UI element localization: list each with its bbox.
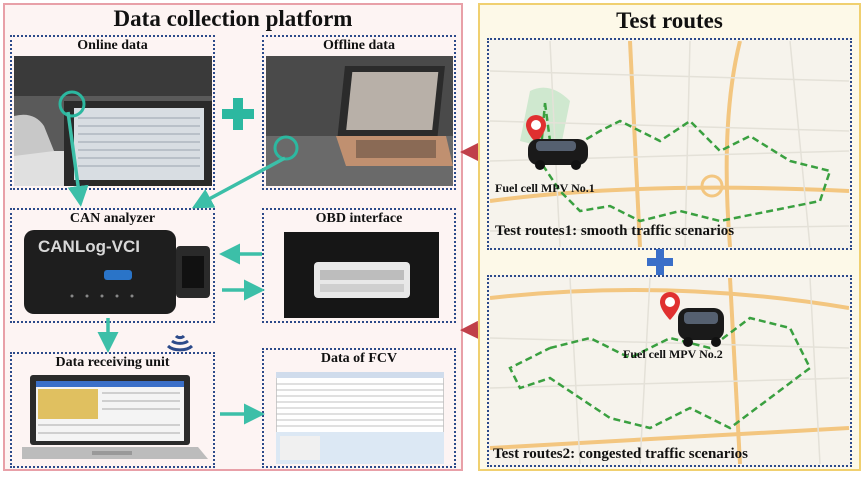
route1-caption: Test routes1: smooth traffic scenarios (495, 223, 735, 239)
obd-interface-caption: OBD interface (315, 211, 403, 226)
routes-title: Test routes (616, 8, 723, 33)
platform-title: Data collection platform (113, 6, 353, 31)
can-analyzer-caption: CAN analyzer (69, 211, 156, 226)
route2-caption: Test routes2: congested traffic scenario… (493, 446, 748, 462)
obd-interface-box (262, 208, 456, 323)
route2-vehicle-label: Fuel cell MPV No.2 (623, 347, 723, 361)
online-data-photo (14, 56, 212, 186)
plus-icon-blue (647, 249, 673, 275)
laptop-image (22, 375, 208, 459)
route1-vehicle-label: Fuel cell MPV No.1 (495, 181, 595, 195)
wireless-signal-icon (166, 334, 194, 352)
can-analyzer-device (24, 230, 210, 314)
data-receiving-box (10, 352, 215, 468)
online-data-box (10, 35, 215, 190)
fcv-data-table-image (276, 372, 444, 464)
offline-data-photo (266, 56, 453, 186)
offline-data-caption: Offline data (323, 38, 395, 53)
online-data-caption: Online data (77, 38, 148, 53)
can-device-label: CANLog-VCI (38, 237, 140, 256)
route2-start-pin-icon (660, 292, 724, 347)
can-analyzer-box (10, 208, 215, 323)
data-receiving-caption: Data receiving unit (55, 355, 170, 370)
offline-data-box (262, 35, 456, 190)
fcv-data-caption: Data of FCV (320, 351, 398, 366)
plus-icon (222, 98, 254, 130)
route1-start-pin-icon (526, 115, 588, 170)
obd-port-photo (284, 232, 439, 318)
